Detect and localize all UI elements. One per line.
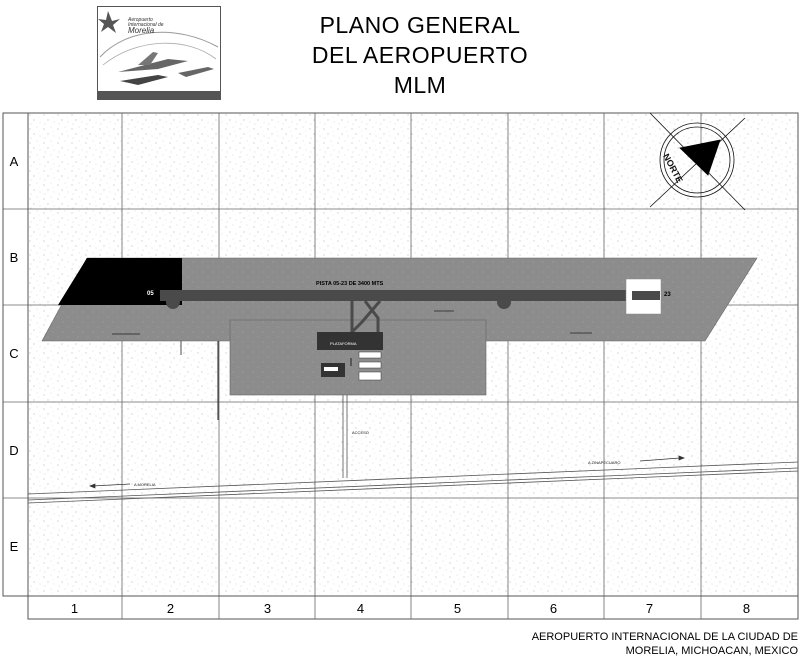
column-label-strip xyxy=(27,595,799,620)
parking-block-3 xyxy=(358,371,382,381)
row-label-e: E xyxy=(9,539,19,554)
logo-line3: Morelia xyxy=(128,26,155,35)
footer-line2: MORELIA, MICHOACAN, MEXICO xyxy=(625,645,798,657)
logo-line2: Internacional de xyxy=(128,22,164,28)
logo-bar xyxy=(98,91,220,99)
title-line3: MLM xyxy=(393,72,447,98)
row-label-strip xyxy=(2,112,29,597)
airport-logo: Aeropuerto Internacional de Morelia xyxy=(97,6,221,100)
pavement-markings xyxy=(112,310,592,335)
turn-pad-middle xyxy=(497,295,511,309)
access-road xyxy=(342,395,348,478)
col-label-6: 6 xyxy=(549,601,558,616)
col-label-5: 5 xyxy=(453,601,462,616)
road-right-label: A ZINAPECUARO xyxy=(588,460,621,465)
page-title: PLANO GENERAL DEL AEROPUERTO MLM xyxy=(260,10,580,100)
col-label-3: 3 xyxy=(263,601,272,616)
runway-overrun-zone xyxy=(58,258,182,305)
runway-end-right: 23 xyxy=(664,292,671,298)
parking-block-1 xyxy=(358,351,382,359)
title-line2: DEL AEROPUERTO xyxy=(311,42,529,68)
column-dividers xyxy=(121,596,702,619)
parking-block-2 xyxy=(358,361,382,369)
col-label-1: 1 xyxy=(70,601,79,616)
access-label: ACCESO xyxy=(352,430,369,435)
terminal-building xyxy=(317,332,383,350)
col-label-7: 7 xyxy=(645,601,654,616)
footer-line1: AEROPUERTO INTERNACIONAL DE LA CIUDAD DE xyxy=(531,631,798,643)
apron-area xyxy=(229,319,487,396)
terminal-label: PLATAFORMA xyxy=(330,341,357,346)
row-label-b: B xyxy=(9,250,19,265)
row-label-d: D xyxy=(9,443,19,458)
turn-pad-left xyxy=(166,295,180,309)
title-line1: PLANO GENERAL xyxy=(319,12,521,38)
row-label-c: C xyxy=(9,346,19,361)
grid-lines xyxy=(3,113,798,619)
taxiway xyxy=(348,300,382,336)
road-left-label: A MORELIA xyxy=(134,482,156,487)
logo-line1: Aeropuerto xyxy=(128,17,153,23)
runway xyxy=(160,290,660,301)
north-arrow-icon xyxy=(649,112,746,211)
runway-end-left: 05 xyxy=(147,291,154,297)
footer-caption: AEROPUERTO INTERNACIONAL DE LA CIUDAD DE… xyxy=(532,630,798,658)
road-arrows xyxy=(89,455,685,489)
logo-text: Aeropuerto Internacional de Morelia xyxy=(128,17,164,35)
col-label-8: 8 xyxy=(742,601,751,616)
row-label-a: A xyxy=(9,154,19,169)
plane-logo-icon xyxy=(98,11,219,85)
runway-label: PISTA 05-23 DE 3400 MTS xyxy=(316,281,384,287)
highway xyxy=(27,461,799,504)
col-label-2: 2 xyxy=(166,601,175,616)
col-label-4: 4 xyxy=(356,601,365,616)
